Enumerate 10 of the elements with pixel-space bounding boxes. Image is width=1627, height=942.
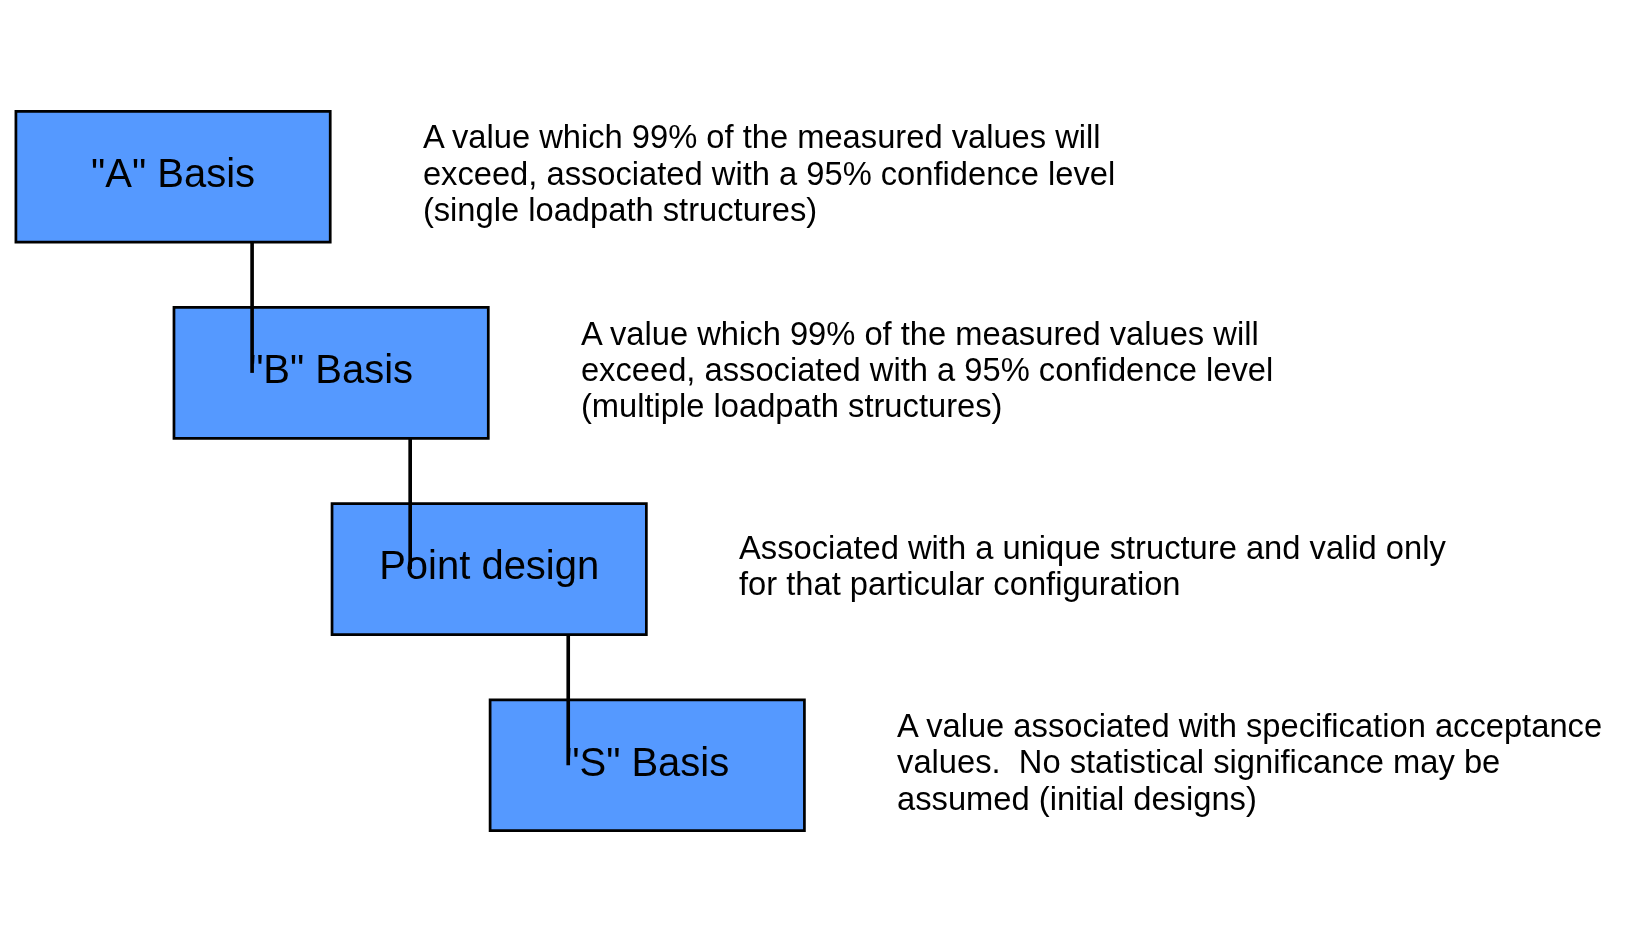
node-label: Associated with a unique structure and valid only for that particular configuration	[739, 528, 1446, 603]
node-label: A value which 99% of the measured values will exceed, associated with a 95% confidence level (multiple loadpath structures)	[580, 314, 1274, 425]
node-box: Point design	[330, 502, 648, 636]
connector	[408, 438, 412, 570]
node-label: A value associated with specification acceptance values. No statistical significance may be assumed (initial designs)	[897, 706, 1603, 817]
node-box: "B" Basis	[172, 306, 490, 440]
node-label: A value which 99% of the measured values will exceed, associated with a 95% confidence level (single loadpath structures)	[422, 118, 1116, 228]
connector	[566, 634, 571, 766]
node-box: "A" Basis	[14, 109, 332, 244]
connector	[250, 242, 254, 373]
